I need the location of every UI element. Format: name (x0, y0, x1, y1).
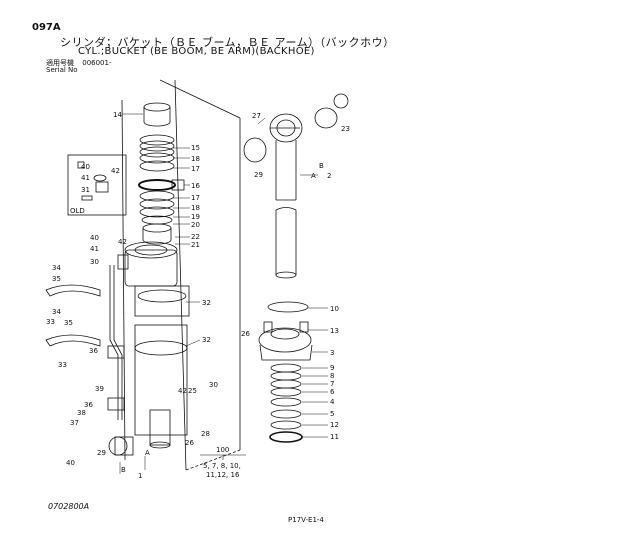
callout-7: 7 (330, 380, 334, 388)
kit-members-line1: 5, 7, 8, 10, (203, 462, 241, 470)
callout-33b: 33 (58, 361, 67, 369)
label-old: OLD (70, 207, 85, 215)
callout-18b: 18 (191, 204, 200, 212)
cylinder-head (117, 241, 190, 317)
label-B2: B (319, 162, 324, 170)
callout-27: 27 (252, 112, 261, 120)
kit-members-line2: 11,12, 16 (206, 471, 240, 479)
callout-41b: 41 (90, 245, 99, 253)
seal-stack (269, 363, 303, 443)
callout-34b: 34 (52, 308, 61, 316)
callout-33: 33 (46, 318, 55, 326)
drawing-number: 0702800A (48, 502, 90, 511)
callout-5: 5 (330, 410, 334, 418)
callout-40c: 40 (66, 459, 75, 467)
callout-30: 30 (90, 258, 99, 266)
callout-30b: 30 (209, 381, 218, 389)
callout-18: 18 (191, 155, 200, 163)
rod-head (258, 301, 313, 361)
callout-41: 41 (81, 174, 90, 182)
callout-35: 35 (52, 275, 61, 283)
bushing-28 (108, 436, 134, 456)
callout-numbers: 14 15 18 17 16 17 18 19 20 22 21 40 41 4… (46, 111, 350, 480)
cylinder-body (134, 324, 188, 449)
callout-38: 38 (77, 409, 86, 417)
title-english: CYL.;BUCKET (BE BOOM, BE ARM)(BACKHOE) (78, 46, 315, 57)
callout-20: 20 (191, 221, 200, 229)
callout-29: 29 (254, 171, 263, 179)
callout-16: 16 (191, 182, 200, 190)
callout-31: 31 (81, 186, 90, 194)
callout-4: 4 (330, 398, 335, 406)
callout-32: 32 (202, 299, 211, 307)
callout-8: 8 (330, 372, 334, 380)
callout-12: 12 (330, 421, 339, 429)
callout-42b: 42 (118, 238, 127, 246)
label-B: B (121, 466, 126, 474)
callout-14: 14 (113, 111, 122, 119)
callout-13: 13 (330, 327, 339, 335)
callout-6: 6 (330, 388, 335, 396)
serial-label-jp: 適用号機 (46, 59, 74, 67)
callout-34: 34 (52, 264, 61, 272)
callout-36: 36 (89, 347, 98, 355)
callout-19: 19 (191, 213, 200, 221)
callout-36b: 36 (84, 401, 93, 409)
serial-value: 006001- (82, 59, 112, 67)
page-reference: P17V-E1-4 (288, 516, 324, 524)
leader-lines (119, 113, 328, 474)
callout-21: 21 (191, 241, 200, 249)
callout-17: 17 (191, 165, 200, 173)
callout-17b: 17 (191, 194, 200, 202)
callout-23: 23 (341, 125, 350, 133)
callout-26: 26 (185, 439, 194, 447)
callout-29b: 29 (97, 449, 106, 457)
callout-1: 1 (138, 472, 142, 480)
serial-label-en: Serial No (46, 66, 78, 74)
callout-9: 9 (330, 364, 334, 372)
callout-42c: 42 (178, 387, 187, 395)
section-code: 097A (32, 22, 61, 33)
kit-number: 100 (216, 446, 229, 454)
callout-11: 11 (330, 433, 339, 441)
callout-3: 3 (330, 349, 334, 357)
callout-22: 22 (191, 233, 200, 241)
callout-32b: 32 (202, 336, 211, 344)
callout-40: 40 (81, 163, 90, 171)
label-A2: A (311, 172, 316, 180)
cylinder-outline (121, 79, 241, 471)
callout-28: 28 (201, 430, 210, 438)
callout-37: 37 (70, 419, 79, 427)
callout-39: 39 (95, 385, 104, 393)
callout-40b: 40 (90, 234, 99, 242)
old-inset-box (67, 154, 127, 216)
kit-bracket (200, 454, 246, 460)
label-A: A (145, 449, 150, 457)
callout-35b: 35 (64, 319, 73, 327)
callout-26b: 26 (241, 330, 250, 338)
hydraulic-pipe (107, 265, 125, 420)
serial-row: 適用号機 006001- (46, 58, 111, 68)
bracket-clamps (45, 284, 101, 347)
callout-25: 25 (188, 387, 197, 395)
title-japanese: シリンダ；バケット（ＢＥ ブーム，ＢＥ アーム）（バックホウ） (60, 36, 395, 49)
callout-42: 42 (111, 167, 120, 175)
callout-10: 10 (330, 305, 339, 313)
callout-2: 2 (327, 172, 331, 180)
rod-assembly (243, 93, 349, 279)
callout-15: 15 (191, 144, 200, 152)
